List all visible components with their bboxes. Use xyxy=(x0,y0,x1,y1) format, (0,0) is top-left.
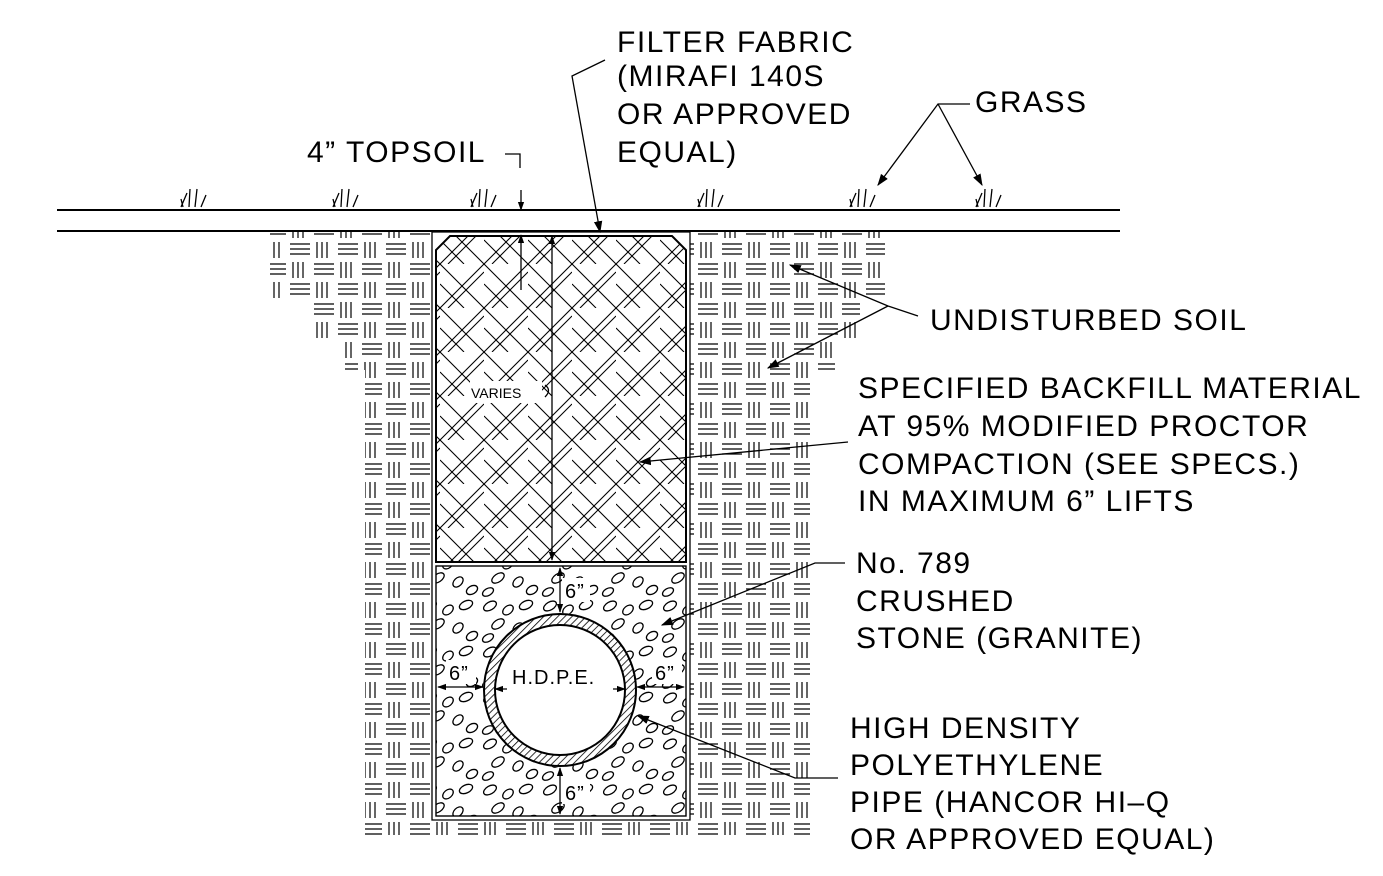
hdpe-label-line1: HIGH DENSITY xyxy=(850,712,1081,745)
backfill-label-line3: COMPACTION (SEE SPECS.) xyxy=(858,448,1300,481)
dimension-bottom-label: 6” xyxy=(565,783,585,805)
crushed-stone-label-line1: No. 789 xyxy=(856,547,972,580)
backfill-label-line2: AT 95% MODIFIED PROCTOR xyxy=(858,410,1309,443)
dimension-left-label: 6” xyxy=(449,663,469,685)
pipe-tag-label: H.D.P.E. xyxy=(512,667,595,689)
dimension-right-label: 6” xyxy=(655,663,675,685)
hdpe-label-line2: POLYETHYLENE xyxy=(850,749,1104,782)
filter-fabric-label-line2: (MIRAFI 140S xyxy=(617,60,825,93)
grass-tufts xyxy=(180,188,1002,208)
dimension-top-label: 6” xyxy=(565,581,585,603)
topsoil-label: 4” TOPSOIL xyxy=(307,136,486,169)
leader-lines xyxy=(571,59,983,779)
filter-fabric-label-line3: OR APPROVED xyxy=(617,98,852,131)
backfill-zone xyxy=(435,235,687,563)
callouts: FILTER FABRIC (MIRAFI 140S OR APPROVED E… xyxy=(307,26,1362,856)
varies-label: VARIES xyxy=(471,385,521,401)
hdpe-label-line4: OR APPROVED EQUAL) xyxy=(850,823,1215,856)
backfill-label-line4: IN MAXIMUM 6” LIFTS xyxy=(858,485,1195,518)
crushed-stone-label-line2: CRUSHED xyxy=(856,585,1015,618)
filter-fabric-envelope xyxy=(431,231,691,821)
hdpe-label-line3: PIPE (HANCOR HI–Q xyxy=(850,786,1171,819)
ground-surface xyxy=(57,209,1120,232)
filter-fabric-label-line1: FILTER FABRIC xyxy=(617,26,854,59)
undisturbed-soil-label: UNDISTURBED SOIL xyxy=(930,304,1247,337)
crushed-stone-label-line3: STONE (GRANITE) xyxy=(856,622,1143,655)
filter-fabric-label-line4: EQUAL) xyxy=(617,136,738,169)
backfill-label-line1: SPECIFIED BACKFILL MATERIAL xyxy=(858,372,1362,405)
grass-label: GRASS xyxy=(975,86,1088,119)
